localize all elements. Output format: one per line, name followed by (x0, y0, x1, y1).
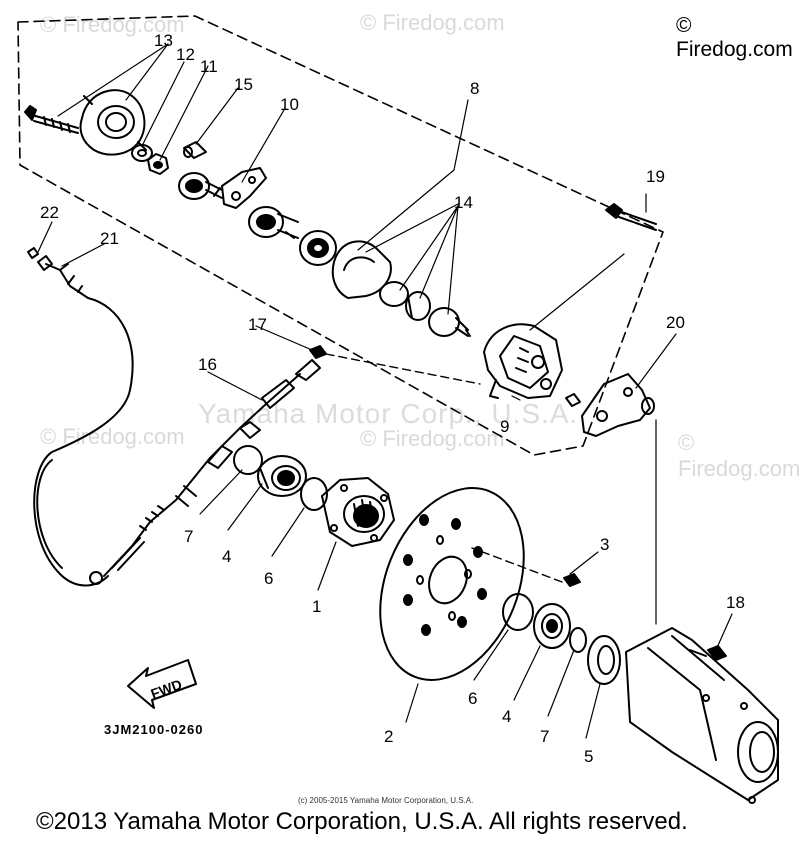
part-2-disc (379, 487, 525, 681)
part-6-ring (502, 593, 534, 631)
part-14-gasket (331, 240, 392, 299)
assembly-boundary (17, 15, 664, 456)
callout-3: 3 (600, 535, 609, 554)
part-14-seal (405, 291, 431, 321)
callout-20: 20 (666, 313, 685, 332)
part-10-plate (221, 167, 267, 209)
small-copyright: (c) 2005-2015 Yamaha Motor Corporation, … (298, 796, 474, 805)
callout-4: 4 (502, 707, 511, 726)
callout-16: 16 (198, 355, 217, 374)
part-11-nut (147, 153, 169, 175)
part-4-bearing (533, 603, 571, 649)
corner-watermark: © Firedog.com (676, 14, 793, 61)
fwd-label: FWD (149, 676, 184, 702)
callout-17: 17 (248, 315, 267, 334)
part-6-ring (300, 477, 328, 511)
part-18-bolt (689, 645, 727, 661)
part-20-bracket (581, 373, 655, 437)
callout-11: 11 (200, 57, 218, 76)
callout-18: 18 (726, 593, 745, 612)
callout-7: 7 (540, 727, 549, 746)
part-7-oring (569, 627, 587, 653)
callout-2: 2 (384, 727, 393, 746)
part-1-hub (321, 477, 395, 547)
callout-labels: 1 2 3 4 4 5 6 6 7 7 8 9 10 11 12 13 14 1… (40, 31, 745, 766)
part-22-connector (27, 247, 53, 271)
footer-copyright: ©2013 Yamaha Motor Corporation, U.S.A. A… (36, 808, 688, 835)
part-9-bleeder (565, 393, 581, 407)
callout-19: 19 (646, 167, 665, 186)
part-13-cover (79, 89, 147, 156)
part-7-oring (233, 445, 263, 475)
part-13-bolt (24, 105, 79, 134)
part-17-fitting (309, 345, 481, 385)
part-4-bearing (257, 455, 307, 497)
watermark-firedog: © Firedog.com (360, 10, 505, 35)
part-axle-housing (625, 627, 779, 804)
part-19-bolt (605, 203, 657, 231)
callout-21: 21 (100, 229, 119, 248)
callout-9: 9 (500, 417, 509, 436)
part-9-caliper-body (483, 323, 563, 399)
watermark-yamaha: Yamaha Motor Corp., U.S.A. (198, 398, 579, 429)
part-16-hose (89, 359, 321, 585)
callout-15: 15 (234, 75, 253, 94)
fwd-arrow (127, 659, 197, 709)
diagram-code: 3JM2100-0260 (104, 722, 204, 737)
callout-6: 6 (468, 689, 477, 708)
part-14-oring (379, 281, 409, 307)
part-5-seal (587, 635, 621, 685)
watermark-firedog: © Firedog.com (360, 426, 505, 451)
callout-5: 5 (584, 747, 593, 766)
callout-12: 12 (176, 45, 195, 64)
watermark-firedog: © Firedog.com (678, 430, 801, 481)
callout-14: 14 (454, 193, 473, 212)
part-3-bolt (471, 547, 581, 587)
callout-6: 6 (264, 569, 273, 588)
callout-22: 22 (40, 203, 59, 222)
part-14-piston (428, 307, 471, 337)
callout-13: 13 (154, 31, 173, 50)
watermark-firedog: © Firedog.com (40, 424, 185, 449)
part-gear (248, 206, 299, 239)
callout-1: 1 (312, 597, 321, 616)
watermark-firedog: © Firedog.com (40, 12, 185, 37)
part-bearing (299, 230, 337, 266)
callout-10: 10 (280, 95, 299, 114)
part-adjuster (178, 172, 223, 200)
part-21-cable (33, 263, 134, 587)
callout-7: 7 (184, 527, 193, 546)
callout-8: 8 (470, 79, 479, 98)
part-15-pin (183, 141, 207, 159)
callout-4: 4 (222, 547, 231, 566)
